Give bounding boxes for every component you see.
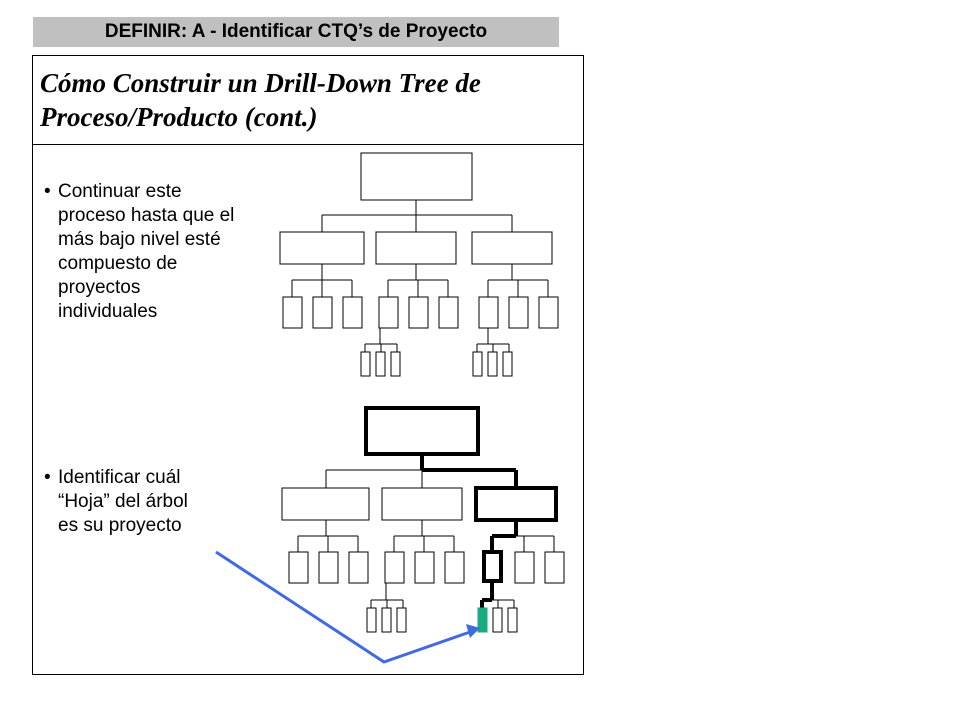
tree-leaf-box [288, 551, 309, 584]
title-divider [33, 144, 583, 145]
bullet-continue-process: • Continuar este proceso hasta que el má… [44, 180, 284, 324]
slide-frame [32, 55, 584, 675]
tree-level2-box-highlighted [474, 486, 558, 522]
arrow-head-icon [466, 624, 480, 638]
tree-subleaf-box [396, 607, 407, 633]
tree-subleaf-box [492, 607, 503, 633]
selected-project-leaf [477, 607, 488, 633]
tree-leaf-box-highlighted [482, 550, 503, 583]
tree-root-box-highlighted [364, 406, 480, 456]
tree-subleaf-box [366, 607, 377, 633]
tree-leaf-box [318, 551, 339, 584]
bullet-text: Identificar cuál “Hoja” del árbol es su … [58, 467, 188, 536]
tree-leaf-box [444, 551, 465, 584]
tree-leaf-box [438, 296, 459, 329]
bullet-text: Continuar este proceso hasta que el más … [58, 181, 235, 322]
tree-level2-box [381, 487, 463, 521]
tree-level2-box [471, 231, 553, 265]
tree-leaf-box [342, 296, 363, 329]
slide-title-line-2: Proceso/Producto (cont.) [40, 102, 318, 132]
tree-subleaf-box [360, 351, 371, 377]
slide-title: Cómo Construir un Drill-Down Tree de Pro… [40, 66, 580, 134]
tree-subleaf-box [502, 351, 513, 377]
bullet-marker: • [44, 467, 51, 488]
tree-subleaf-box [390, 351, 401, 377]
tree-level2-box [281, 487, 370, 521]
tree-general [279, 152, 559, 377]
tree-level2-box [279, 231, 365, 265]
tree-leaf-box [538, 296, 559, 329]
tree-leaf-box [478, 296, 499, 329]
tree-leaf-box [384, 551, 405, 584]
tree-selected-leaf [281, 406, 565, 633]
tree-leaf-box [514, 551, 535, 584]
tree-root-box [360, 152, 473, 201]
pointer-arrow [215, 550, 480, 664]
bullet-marker: • [44, 181, 51, 202]
tree-leaf-box [312, 296, 333, 329]
tree-subleaf-box [375, 351, 386, 377]
tree-subleaf-box [472, 351, 483, 377]
tree-leaf-box [508, 296, 529, 329]
section-banner: DEFINIR: A - Identificar CTQ’s de Proyec… [33, 17, 559, 47]
tree-leaf-box [378, 296, 399, 329]
bullet-identify-leaf: • Identificar cuál “Hoja” del árbol es s… [44, 466, 244, 538]
tree-subleaf-box [507, 607, 518, 633]
tree-leaf-box [414, 551, 435, 584]
tree-leaf-box [282, 296, 303, 329]
tree-subleaf-box [381, 607, 392, 633]
tree-leaf-box [348, 551, 369, 584]
tree-subleaf-box [487, 351, 498, 377]
tree-level2-box [375, 231, 457, 265]
tree-leaf-box [408, 296, 429, 329]
tree-leaf-box [544, 551, 565, 584]
slide-title-line-1: Cómo Construir un Drill-Down Tree de [40, 68, 481, 98]
